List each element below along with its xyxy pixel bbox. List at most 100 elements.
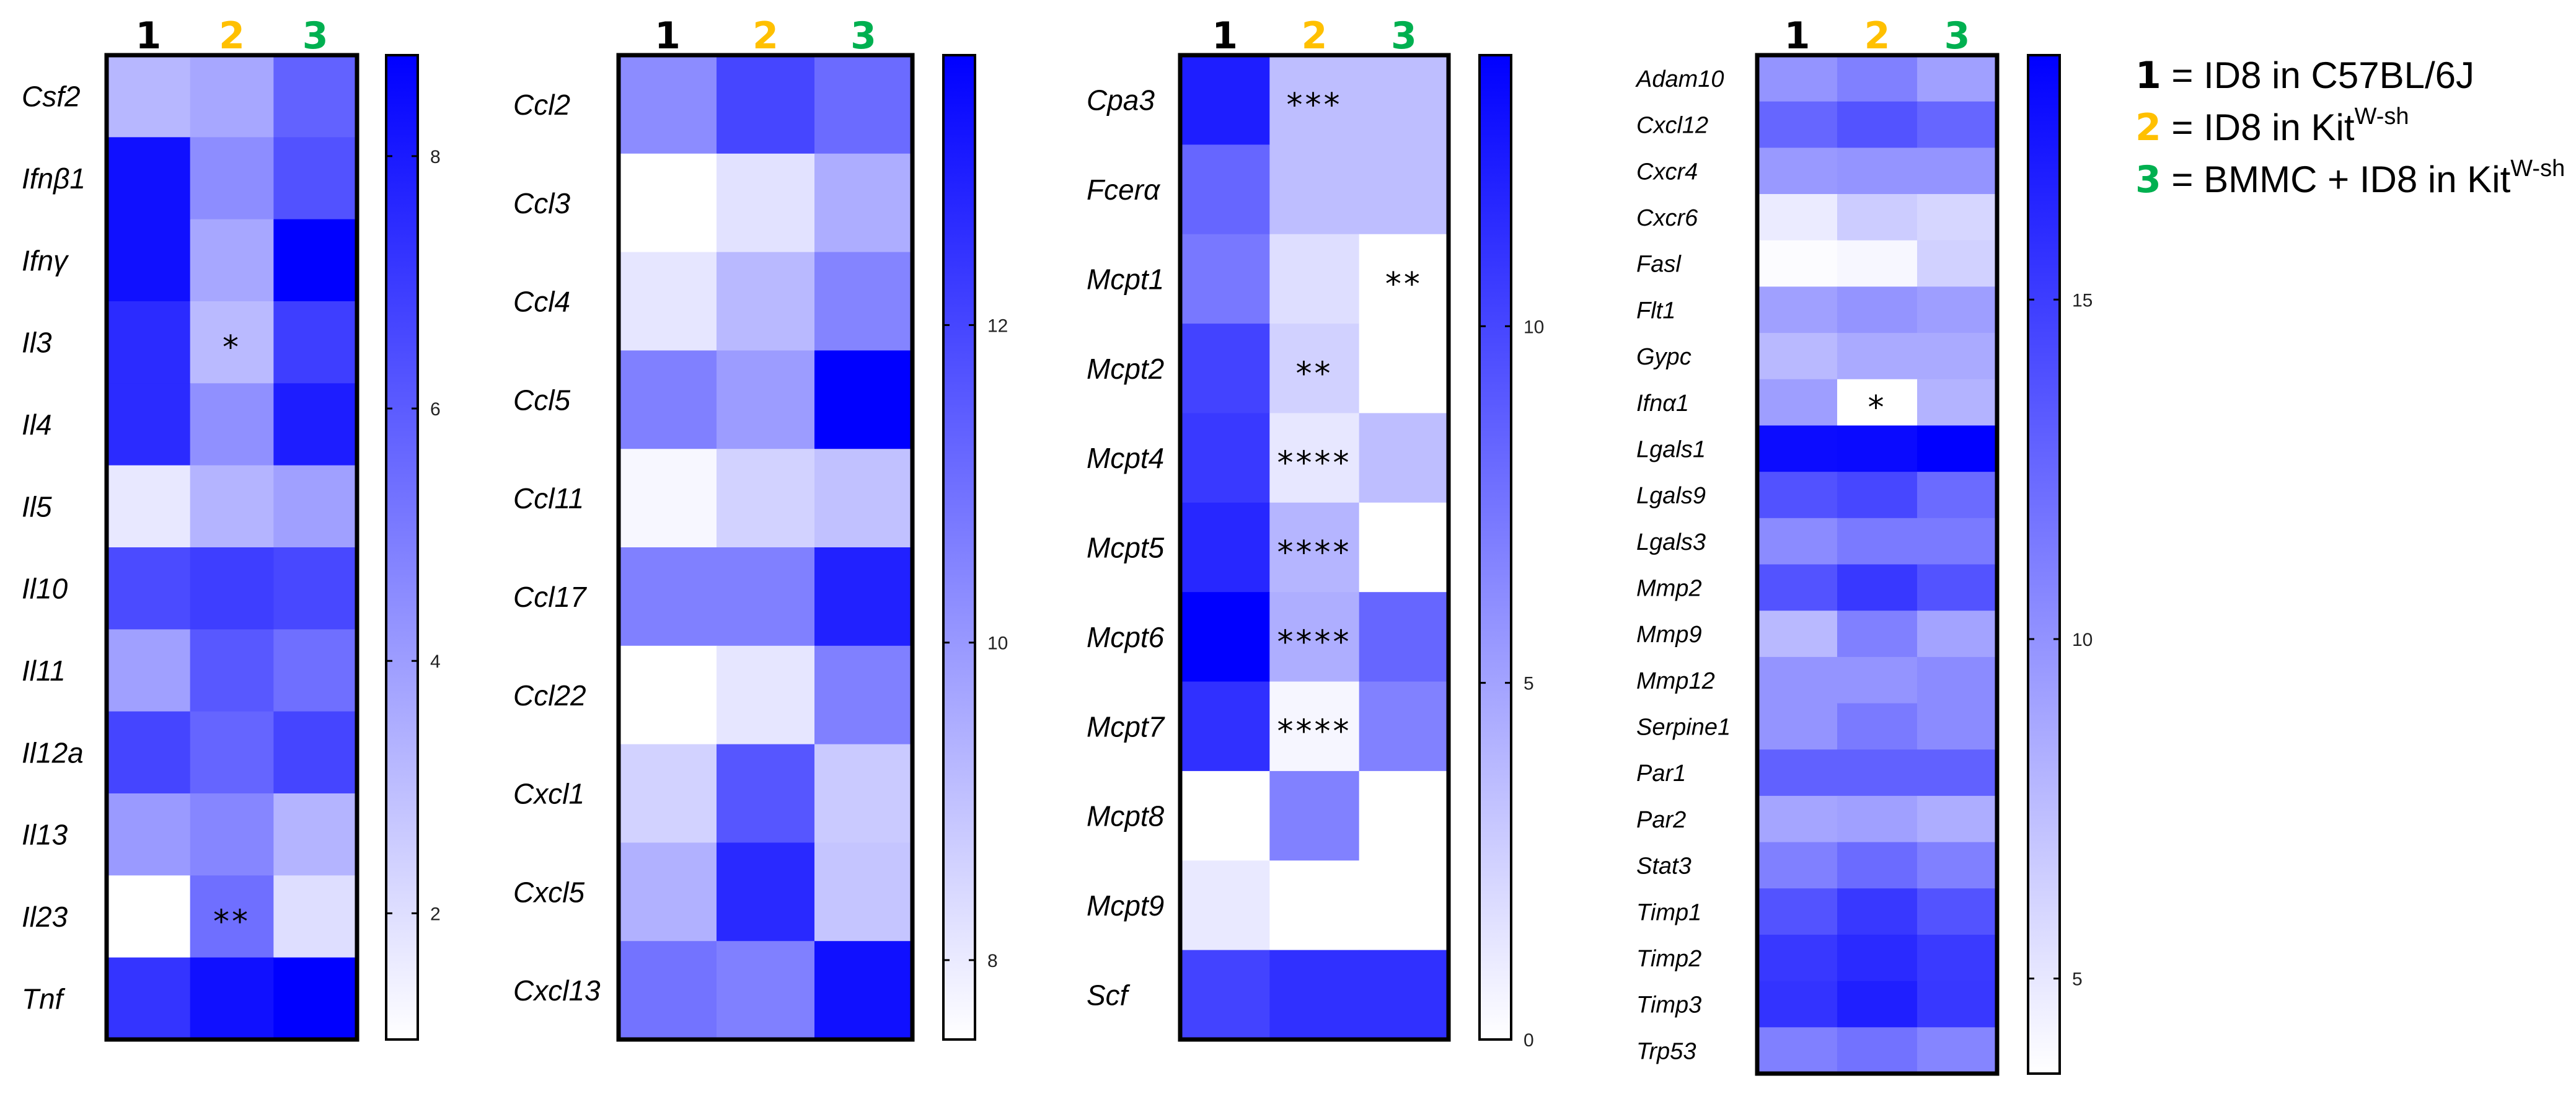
heatmap-cell [1917, 425, 1998, 472]
heatmap-cell [107, 793, 191, 876]
heatmap-cell [1757, 1027, 1838, 1074]
heatmap-cell [1917, 379, 1998, 426]
legend-number: 2 [2135, 106, 2161, 149]
row-label: Gypc [1636, 344, 1692, 370]
colorbar-gradient [2027, 54, 2061, 1075]
heatmap-cell [273, 793, 358, 876]
column-header: 3 [1391, 14, 1417, 58]
heatmap-cell [1757, 194, 1838, 241]
significance-marker: **** [1277, 713, 1352, 751]
significance-marker: * [223, 329, 241, 366]
heatmap-cell [1757, 379, 1838, 426]
legend-number: 1 [2135, 54, 2161, 97]
heatmap-cell [1180, 860, 1270, 951]
heatmap-cell [1917, 749, 1998, 797]
row-label: Mcpt2 [1087, 353, 1164, 385]
row-label: Lgals3 [1636, 529, 1706, 555]
heatmap-cell [1837, 934, 1918, 982]
row-label: Par1 [1636, 761, 1686, 787]
heatmap-cell [1917, 842, 1998, 889]
heatmap-cell [1837, 564, 1918, 611]
heatmap-cell [1757, 981, 1838, 1028]
colorbar-tick-label: 4 [430, 651, 441, 672]
heatmap-cell [1269, 324, 1360, 414]
heatmap-cell [1180, 950, 1270, 1040]
row-label: Par2 [1636, 807, 1686, 833]
heatmap-cell [107, 137, 191, 220]
heatmap-cell [717, 350, 815, 449]
heatmap-cell [190, 875, 274, 958]
heatmap-cell [814, 744, 913, 843]
heatmap-cell [717, 941, 815, 1040]
heatmap-cell [190, 383, 274, 466]
heatmap-cell [273, 219, 358, 302]
heatmap-cell [190, 55, 274, 138]
heatmap-cell [1917, 1027, 1998, 1074]
row-label: Il3 [22, 327, 52, 359]
column-header: 2 [219, 14, 245, 58]
heatmap-cell [1837, 286, 1918, 333]
heatmap-cell [107, 301, 191, 384]
heatmap-cell [1757, 240, 1838, 288]
heatmap-cell [1359, 234, 1449, 324]
row-label: Stat3 [1636, 854, 1692, 880]
heatmap-cell [107, 219, 191, 302]
heatmap-cell [1837, 194, 1918, 241]
heatmap-cell [1837, 981, 1918, 1028]
significance-marker: * [1868, 389, 1887, 426]
row-label: Ccl22 [513, 679, 586, 712]
row-label: Il12a [22, 736, 84, 769]
heatmap-cell [1269, 592, 1360, 682]
heatmap-cell [1837, 749, 1918, 797]
row-label: Ccl2 [513, 89, 570, 121]
row-label: Cxcl12 [1636, 113, 1708, 139]
heatmap-cell [1757, 286, 1838, 333]
column-header: 2 [1864, 14, 1890, 58]
heatmap-cell [619, 941, 717, 1040]
row-label: Timp3 [1636, 992, 1701, 1018]
row-label: Mcpt6 [1087, 621, 1165, 653]
column-header: 1 [655, 14, 681, 58]
significance-marker: ** [213, 904, 250, 941]
significance-marker: **** [1277, 624, 1352, 661]
row-label: Mmp12 [1636, 668, 1715, 694]
column-header: 3 [850, 14, 876, 58]
column-header: 2 [752, 14, 779, 58]
heatmap-cell [619, 153, 717, 253]
colorbar-gradient [385, 54, 419, 1041]
heatmap-cell [1837, 379, 1918, 426]
legend-item: 1 = ID8 in C57BL/6J [2135, 54, 2474, 97]
heatmap-cell [273, 383, 358, 466]
heatmap-cell [1837, 842, 1918, 889]
heatmap-cell [814, 547, 913, 647]
heatmap-cell [273, 957, 358, 1040]
heatmap-cell [1837, 55, 1918, 102]
heatmap-cell [1269, 234, 1360, 324]
heatmap-cell [1269, 502, 1360, 593]
colorbar-tick-label: 2 [430, 904, 441, 924]
heatmap-border [1178, 53, 1451, 1042]
heatmap-cell [1180, 413, 1270, 503]
heatmap-cell [1917, 795, 1998, 843]
heatmap-border [104, 53, 359, 1042]
heatmap-cell [1837, 795, 1918, 843]
heatmap-cell [1917, 194, 1998, 241]
heatmap-cell [1917, 611, 1998, 658]
row-label: Csf2 [22, 81, 81, 113]
column-header: 1 [1784, 14, 1811, 58]
heatmap-cell [1917, 240, 1998, 288]
row-label: Mcpt4 [1087, 442, 1164, 474]
heatmap-cell [1180, 144, 1270, 235]
heatmap-cell [1359, 144, 1449, 235]
heatmap-cell [1917, 703, 1998, 750]
row-label: Cpa3 [1087, 84, 1155, 117]
heatmap-cell [273, 137, 358, 220]
heatmap-cell [619, 350, 717, 449]
legend-text: = BMMC + ID8 in Kit [2161, 159, 2511, 200]
